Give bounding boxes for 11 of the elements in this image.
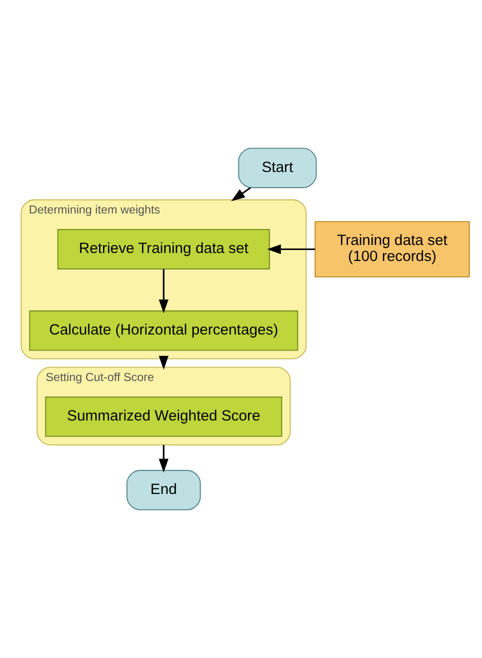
- node-box: Retrieve Training data set: [57, 229, 270, 270]
- arrow: [158, 356, 168, 370]
- node-box: Training data set (100 records): [314, 221, 470, 278]
- node-box: Calculate (Horizontal percentages): [29, 310, 298, 351]
- node-box: End: [126, 470, 201, 510]
- arrow: [158, 444, 168, 473]
- arrow: [267, 244, 316, 254]
- node-box: Summarized Weighted Score: [45, 396, 282, 437]
- arrow: [231, 187, 251, 202]
- node-box: Start: [238, 148, 317, 188]
- arrow: [158, 269, 168, 314]
